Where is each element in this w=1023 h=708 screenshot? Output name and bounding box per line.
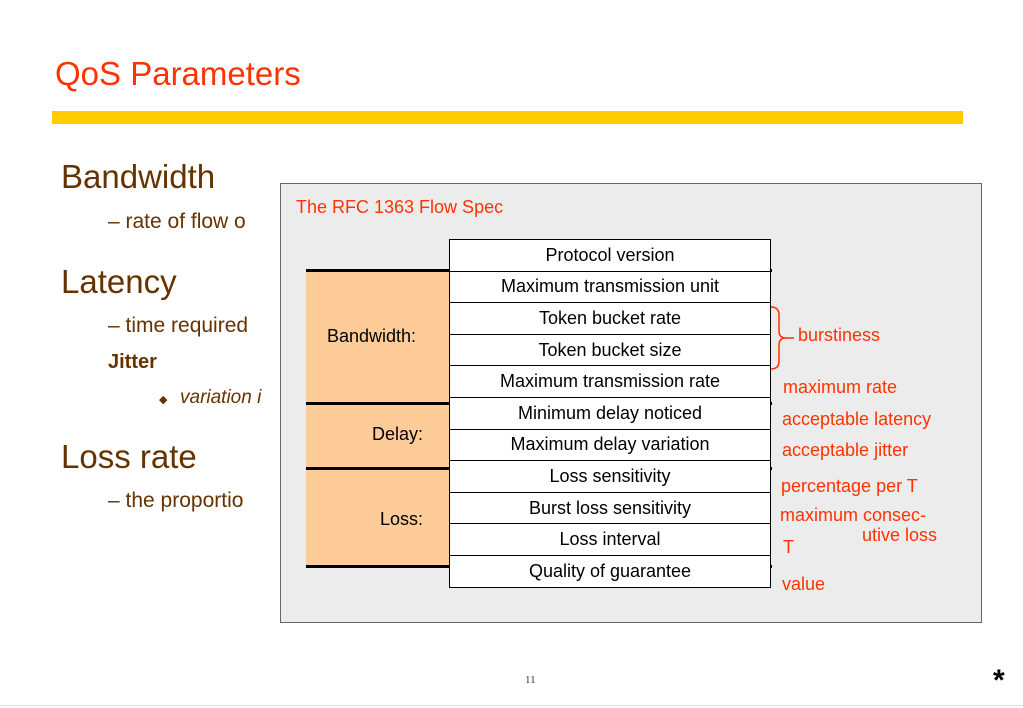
title-underline-bar bbox=[52, 111, 963, 124]
table-row: Quality of guarantee bbox=[449, 554, 771, 588]
table-row: Loss interval bbox=[449, 523, 771, 556]
note-latency: acceptable latency bbox=[782, 409, 932, 429]
group-label-bandwidth: Bandwidth: bbox=[327, 326, 417, 346]
note-consecutive-1: maximum consec- bbox=[780, 505, 927, 525]
note-max-rate: maximum rate bbox=[783, 377, 898, 397]
table-cell: Loss sensitivity bbox=[449, 460, 771, 493]
group-shading bbox=[306, 271, 449, 565]
table-cell: Maximum transmission unit bbox=[449, 270, 771, 304]
table-cell: Protocol version bbox=[449, 239, 771, 272]
table-row: Burst loss sensitivity bbox=[449, 491, 771, 525]
bottom-rule bbox=[0, 705, 1023, 706]
flowspec-table: Protocol version Maximum transmission un… bbox=[449, 239, 771, 588]
bullet-loss-rate: Loss rate bbox=[61, 438, 197, 475]
table-row: Token bucket rate bbox=[449, 302, 771, 335]
bullet-loss-sub: – the proportio bbox=[108, 489, 244, 512]
table-cell: Quality of guarantee bbox=[449, 554, 771, 588]
table-row: Loss sensitivity bbox=[449, 460, 771, 493]
table-row: Token bucket size bbox=[449, 333, 771, 367]
bullet-latency: Latency bbox=[61, 263, 177, 300]
curly-brace-icon bbox=[770, 306, 794, 370]
bullet-jitter: Jitter bbox=[108, 351, 157, 373]
table-row: Maximum transmission rate bbox=[449, 365, 771, 398]
note-consecutive-2: utive loss bbox=[862, 525, 938, 545]
table-cell: Maximum transmission rate bbox=[449, 365, 771, 398]
star-marker: * bbox=[993, 664, 1005, 697]
table-row: Protocol version bbox=[449, 239, 771, 272]
table-row: Maximum delay variation bbox=[449, 428, 771, 462]
table-cell: Token bucket rate bbox=[449, 302, 771, 335]
page-number: 11 bbox=[525, 674, 536, 686]
table-cell: Token bucket size bbox=[449, 333, 771, 367]
bullet-latency-sub: – time required bbox=[108, 314, 249, 337]
table-cell: Loss interval bbox=[449, 523, 771, 556]
note-burstiness: burstiness bbox=[798, 325, 881, 345]
note-jitter: acceptable jitter bbox=[782, 440, 909, 460]
bullet-bandwidth-sub: – rate of flow o bbox=[108, 210, 246, 233]
group-label-delay: Delay: bbox=[372, 424, 424, 444]
note-t: T bbox=[783, 537, 794, 557]
table-row: Maximum transmission unit bbox=[449, 270, 771, 304]
table-cell: Burst loss sensitivity bbox=[449, 491, 771, 525]
table-row: Minimum delay noticed bbox=[449, 396, 771, 430]
slide-title: QoS Parameters bbox=[55, 55, 301, 92]
note-value: value bbox=[782, 574, 826, 594]
bullet-bandwidth: Bandwidth bbox=[61, 158, 216, 195]
flowspec-title: The RFC 1363 Flow Spec bbox=[296, 197, 504, 217]
diamond-bullet-icon: ◆ bbox=[159, 394, 168, 406]
bullet-jitter-sub: variation i bbox=[180, 387, 262, 408]
table-cell: Minimum delay noticed bbox=[449, 396, 771, 430]
group-label-loss: Loss: bbox=[380, 509, 424, 529]
note-percentage: percentage per T bbox=[781, 476, 918, 496]
table-cell: Maximum delay variation bbox=[449, 428, 771, 462]
